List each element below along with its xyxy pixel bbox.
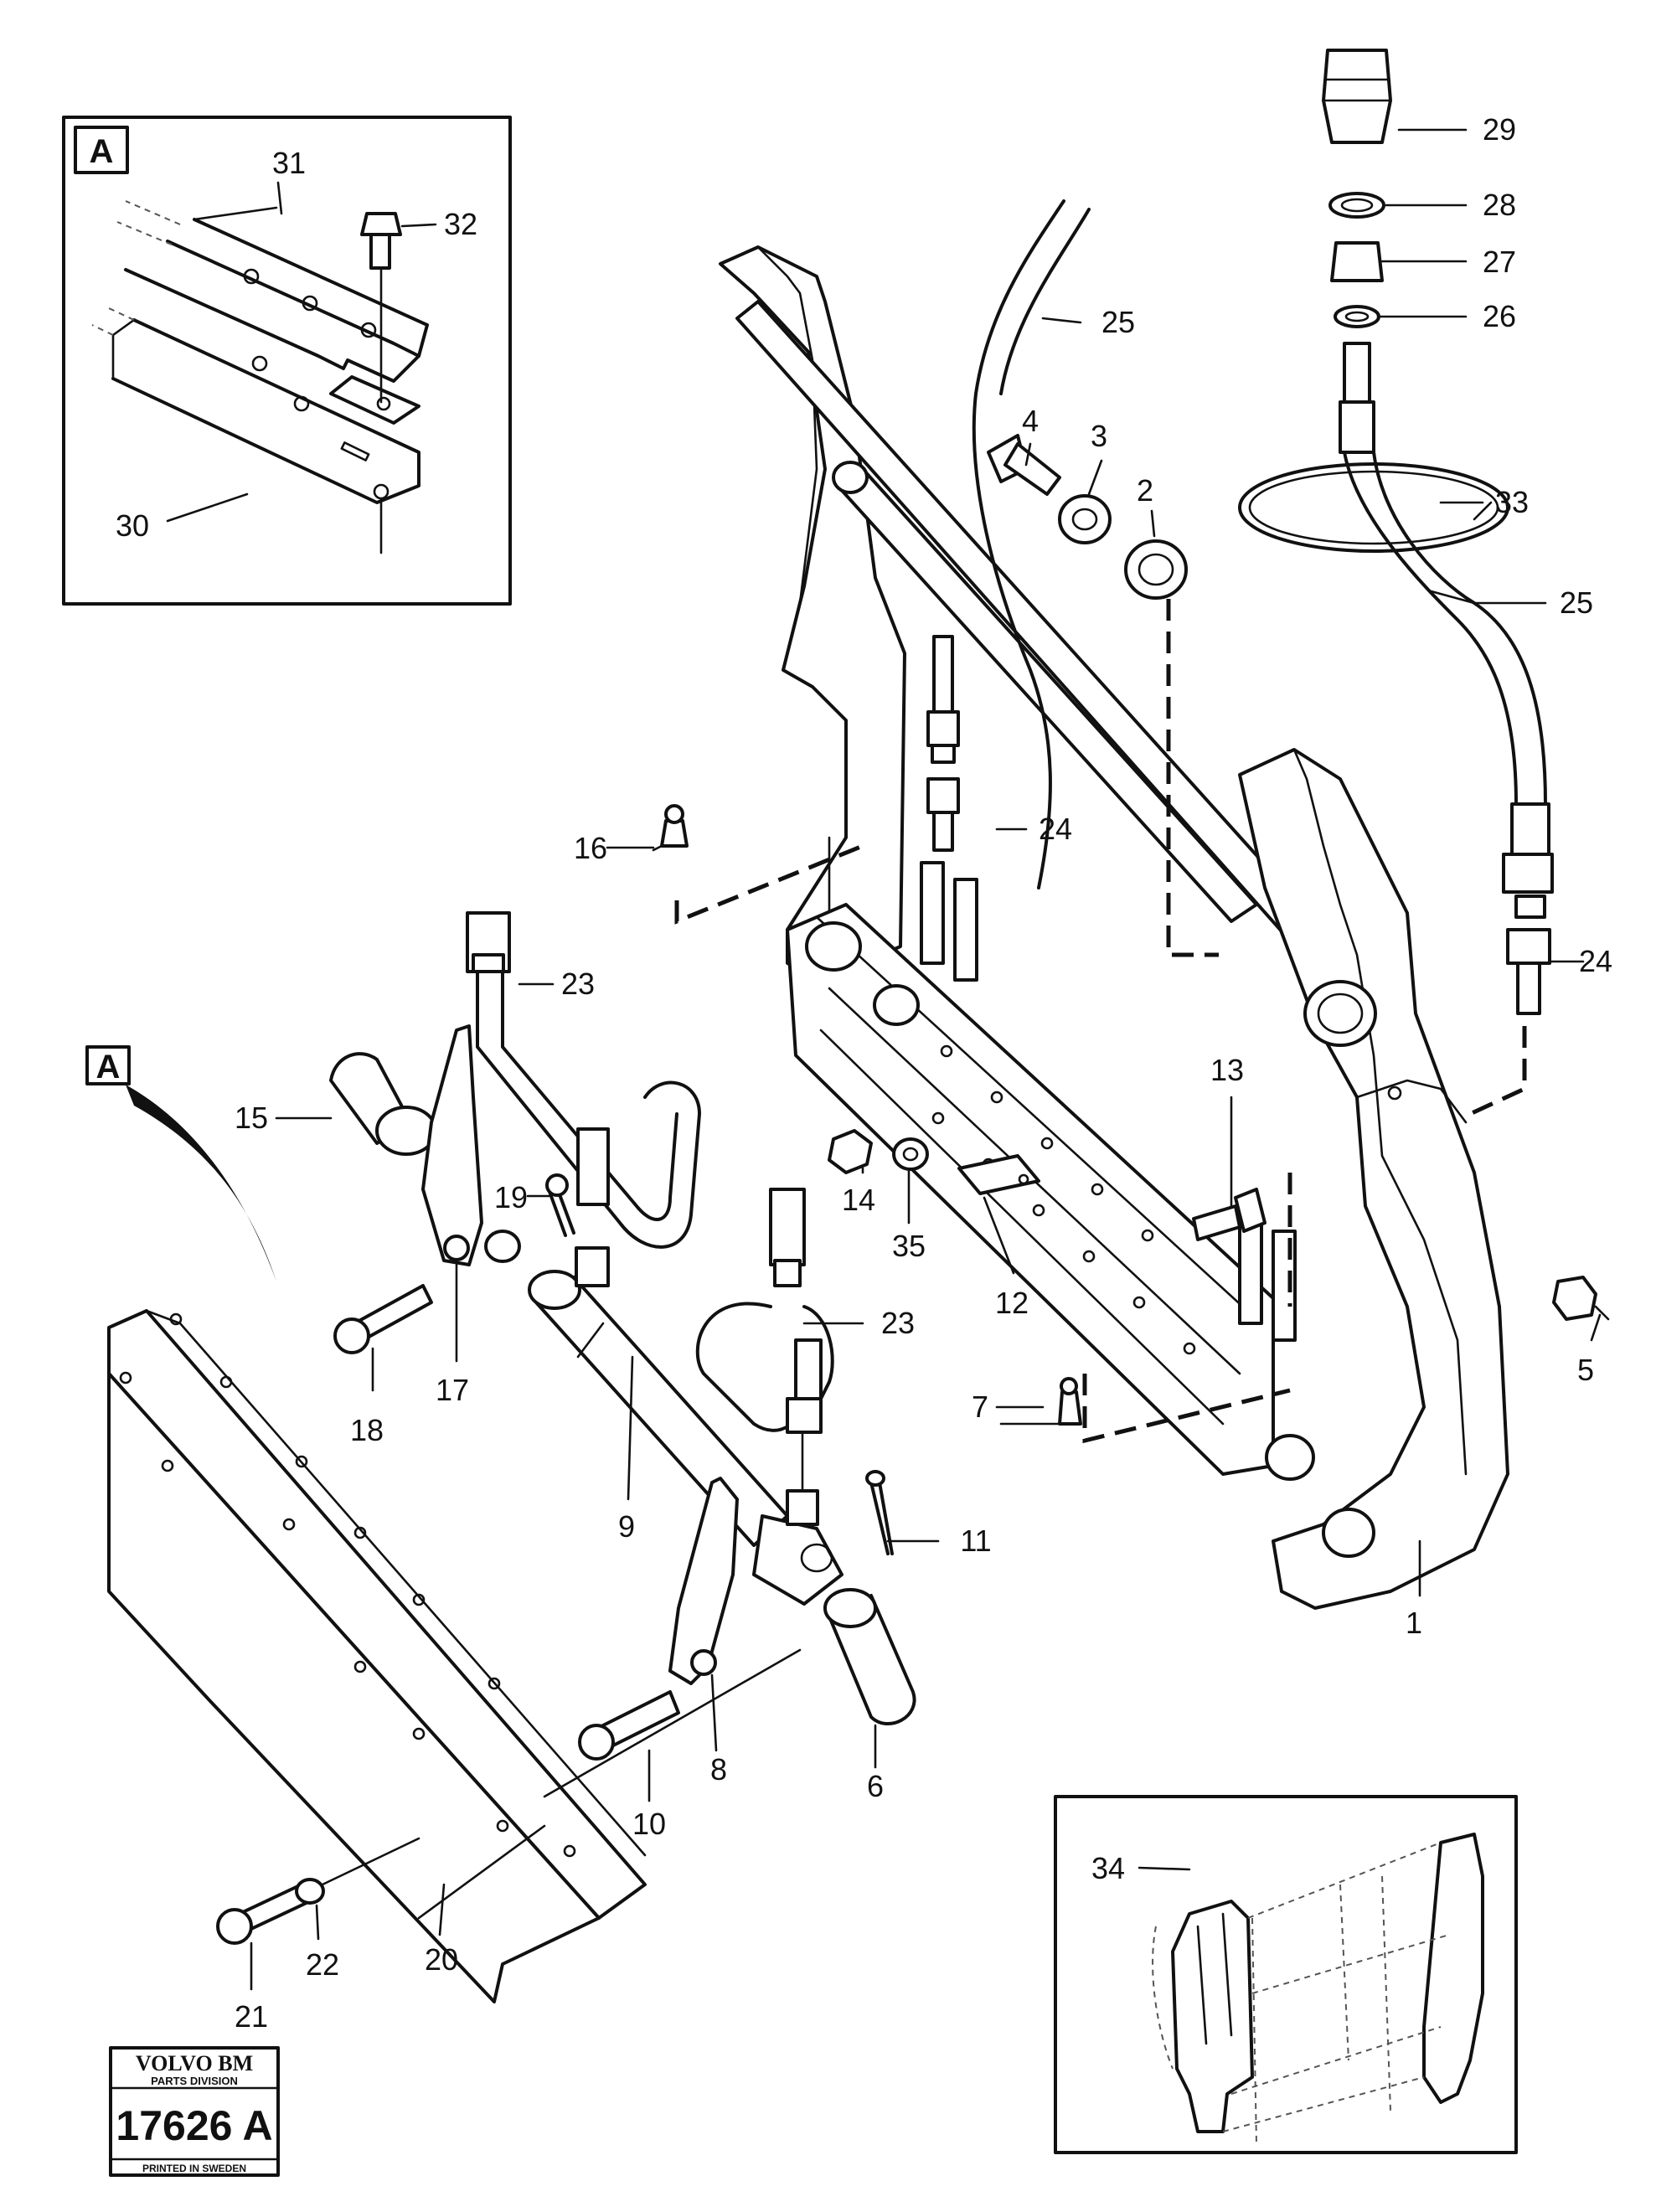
callout-26: 26 bbox=[1483, 299, 1516, 333]
callout-4: 4 bbox=[1022, 404, 1039, 438]
detail-arrow-a: A bbox=[85, 1045, 276, 1281]
callout-24a: 24 bbox=[1039, 812, 1072, 846]
callout-1: 1 bbox=[1406, 1606, 1422, 1640]
leader-lines bbox=[250, 128, 1602, 1991]
callout-16: 16 bbox=[574, 831, 607, 865]
guard-plate bbox=[107, 1309, 802, 2003]
callout-11: 11 bbox=[960, 1524, 991, 1558]
logo-division: PARTS DIVISION bbox=[151, 2075, 238, 2087]
callout-21: 21 bbox=[235, 1999, 268, 2034]
logo-number: 17626 A bbox=[116, 2102, 272, 2149]
callout-23b: 23 bbox=[881, 1306, 915, 1340]
callout-33: 33 bbox=[1495, 485, 1529, 519]
callout-3: 3 bbox=[1091, 419, 1107, 453]
callout-22: 22 bbox=[306, 1947, 339, 1982]
callout-25a: 25 bbox=[1101, 305, 1135, 339]
callout-24b: 24 bbox=[1579, 944, 1612, 978]
callout-29: 29 bbox=[1483, 112, 1516, 147]
callout-35: 35 bbox=[892, 1229, 926, 1263]
callout-18: 18 bbox=[350, 1413, 384, 1447]
callout-14: 14 bbox=[842, 1183, 875, 1217]
callout-8: 8 bbox=[710, 1752, 727, 1787]
detail-arrow-a-tag: A bbox=[96, 1049, 121, 1085]
detail-inset-a-tag: A bbox=[90, 133, 114, 170]
callout-20: 20 bbox=[425, 1942, 458, 1977]
callout-23a: 23 bbox=[561, 967, 595, 1001]
callouts: 1 2 3 4 5 6 7 8 9 10 11 12 13 14 15 16 1… bbox=[116, 112, 1612, 2034]
callout-30: 30 bbox=[116, 508, 149, 543]
callout-6: 6 bbox=[867, 1769, 884, 1803]
callout-17: 17 bbox=[436, 1373, 469, 1407]
logo-brand: VOLVO BM bbox=[136, 2051, 253, 2075]
logo-printed: PRINTED IN SWEDEN bbox=[142, 2163, 246, 2174]
callout-10: 10 bbox=[632, 1807, 666, 1841]
callout-34: 34 bbox=[1091, 1851, 1125, 1885]
detail-inset-34 bbox=[1054, 1795, 1518, 2154]
callout-25b: 25 bbox=[1560, 585, 1593, 620]
callout-2: 2 bbox=[1137, 473, 1153, 508]
callout-19: 19 bbox=[494, 1180, 528, 1214]
callout-13: 13 bbox=[1210, 1053, 1244, 1087]
callout-12: 12 bbox=[995, 1286, 1029, 1320]
hose-assembly bbox=[674, 49, 1554, 1444]
cylinder-assembly bbox=[329, 804, 1610, 1761]
callout-32: 32 bbox=[444, 207, 477, 241]
main-frame bbox=[719, 245, 1509, 1610]
callout-9: 9 bbox=[618, 1509, 635, 1544]
volvo-bm-logo: VOLVO BM PARTS DIVISION 17626 A PRINTED … bbox=[109, 2046, 280, 2177]
callout-15: 15 bbox=[235, 1101, 268, 1135]
callout-31: 31 bbox=[272, 146, 306, 180]
callout-7: 7 bbox=[972, 1390, 988, 1424]
callout-27: 27 bbox=[1483, 245, 1516, 279]
detail-inset-a: A bbox=[62, 116, 512, 606]
callout-5: 5 bbox=[1577, 1353, 1594, 1387]
callout-28: 28 bbox=[1483, 188, 1516, 222]
